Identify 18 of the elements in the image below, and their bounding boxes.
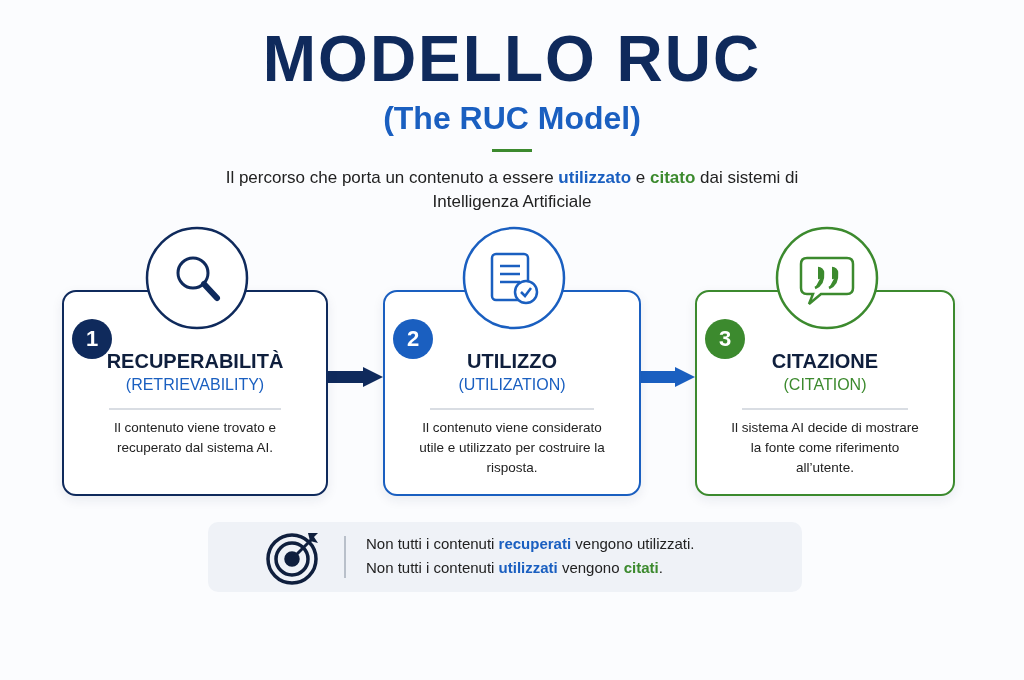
arrow bbox=[328, 367, 383, 387]
description: Il percorso che porta un contenuto a essere utilizzato e citato dai sistemi di Intelligenza Artificiale bbox=[224, 167, 800, 213]
step-title: CITAZIONE bbox=[770, 350, 880, 373]
arrow bbox=[641, 367, 695, 387]
step-subtitle: (CITATION) bbox=[782, 376, 868, 394]
note-panel bbox=[208, 522, 802, 592]
step-description: Il contenuto viene trovato e recuperato dal sistema AI. bbox=[112, 419, 278, 457]
step-number: 2 bbox=[393, 319, 433, 359]
title: MODELLO RUC bbox=[261, 22, 763, 96]
step-subtitle: (RETRIEVABILITY) bbox=[124, 376, 266, 394]
step-subtitle: (UTILIZATION) bbox=[457, 376, 567, 394]
note-text: Non tutti i contenuti utilizzati vengono citati. bbox=[366, 559, 663, 576]
subtitle: (The RUC Model) bbox=[382, 100, 642, 137]
step-title: UTILIZZO bbox=[466, 350, 558, 373]
step-description: Il sistema AI decide di mostrare la fonte come riferimento all’utente. bbox=[731, 419, 919, 477]
note-text: Non tutti i contenuti recuperati vengono utilizzati. bbox=[366, 535, 695, 552]
step-description: Il contenuto viene considerato utile e utilizzato per costruire la risposta. bbox=[419, 419, 605, 477]
step-number: 3 bbox=[705, 319, 745, 359]
